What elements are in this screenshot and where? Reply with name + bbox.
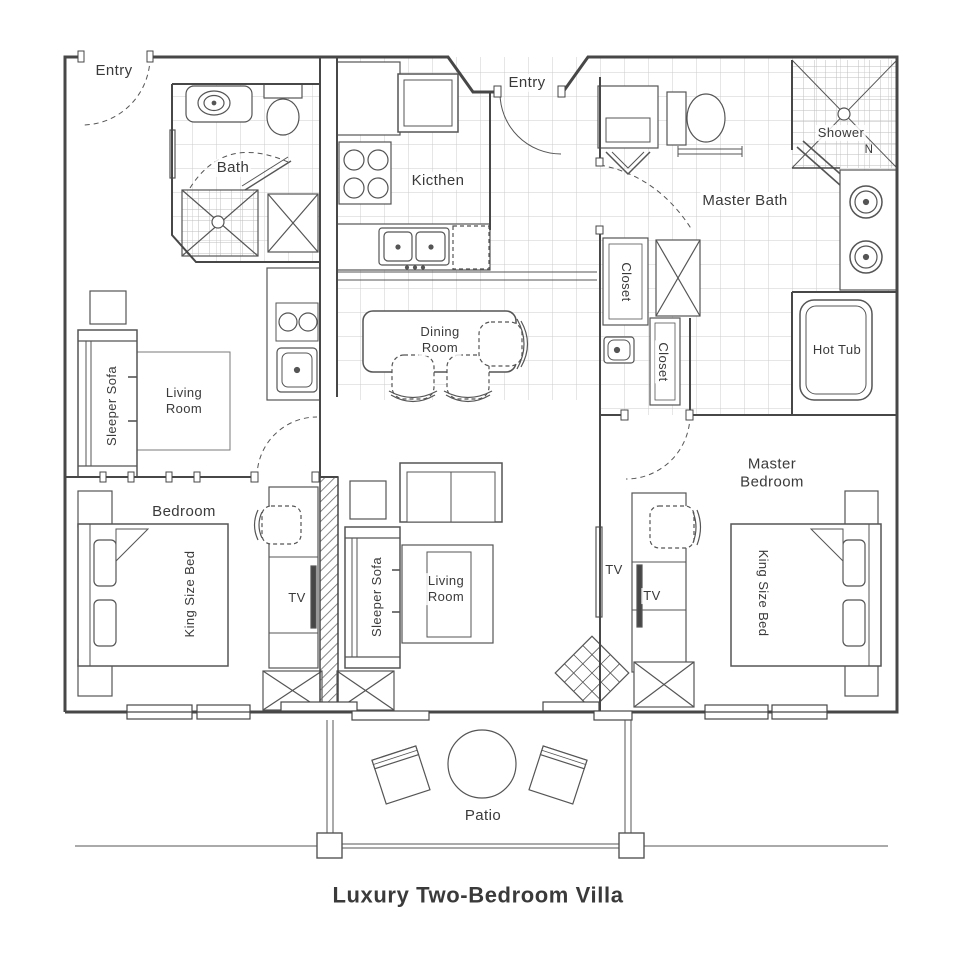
- master-vanity: [597, 85, 659, 176]
- dining-chair: [443, 354, 493, 403]
- label-line: Bedroom: [740, 474, 804, 491]
- dining-chair: [388, 354, 438, 403]
- wet-bar: [266, 267, 321, 401]
- bedroom-door-arc: [256, 416, 318, 478]
- patio-chair: [528, 745, 588, 805]
- north-mark: N: [864, 143, 874, 156]
- master-bath-door-arc: [599, 164, 693, 231]
- label-line: Dining: [420, 324, 460, 340]
- room-label-entry-top: Entry: [506, 73, 548, 93]
- label-closet-lower: Closet: [655, 340, 671, 384]
- room-label-shower: Shower: [815, 125, 867, 141]
- room-label-entry-left: Entry: [93, 61, 135, 81]
- master-toilet-icon: [666, 91, 726, 146]
- label-line: Living: [427, 573, 465, 589]
- desk-chair: [253, 505, 302, 545]
- side-table: [89, 290, 127, 325]
- patio-structure: [75, 720, 888, 859]
- room-label-master-bedroom: Master Bedroom: [738, 455, 806, 493]
- kitchen-sink: [378, 227, 450, 270]
- loveseat: [399, 462, 503, 523]
- room-label-dining: Dining Room: [418, 324, 462, 356]
- tv-screen: [310, 565, 317, 629]
- label-king-bed-master: King Size Bed: [755, 547, 771, 639]
- room-label-bath: Bath: [214, 158, 252, 178]
- room-label-bedroom: Bedroom: [150, 502, 218, 522]
- patio-chair: [371, 745, 431, 805]
- label-line: Room: [165, 401, 203, 416]
- towel-bar: [677, 146, 743, 157]
- bath-storage-xbox: [267, 193, 319, 253]
- entry-top-door-arc: [499, 92, 562, 155]
- label-tv-bedroom: TV: [286, 590, 308, 606]
- nightstand: [844, 490, 879, 528]
- bath-toilet-icon: [263, 83, 303, 136]
- sleeper-sofa-left-icon: [77, 329, 138, 478]
- label-line: Living: [165, 385, 203, 401]
- dining-chair: [478, 318, 529, 370]
- bath-door: [189, 151, 292, 191]
- shower-stall: [791, 59, 898, 194]
- storage-xbox-master: [633, 661, 695, 708]
- label-line: Master: [747, 455, 797, 473]
- double-sinks: [839, 169, 898, 291]
- label-king-bed-left: King Size Bed: [182, 548, 198, 640]
- windows: [126, 704, 828, 720]
- kitchen-stove: [338, 141, 392, 205]
- room-label-living-mid: Living Room: [425, 573, 467, 605]
- sliding-doors: [280, 701, 633, 721]
- corridor-storage-xbox: [655, 239, 701, 317]
- bath-shower-stall: [181, 189, 259, 257]
- bath-vanity: [185, 85, 253, 123]
- desk-chair-master: [649, 505, 702, 549]
- bed-left-icon: [77, 523, 229, 667]
- label-tv-wall: TV: [603, 562, 625, 578]
- patio-table: [447, 729, 517, 799]
- hatched-wall: [319, 476, 339, 713]
- door-jambs: [77, 50, 694, 483]
- label-patio: Patio: [464, 806, 502, 824]
- room-label-kitchen: Kicthen: [409, 171, 467, 191]
- label-closet-upper: Closet: [618, 260, 634, 304]
- hall-sink: [603, 336, 635, 364]
- room-label-master-bath: Master Bath: [700, 191, 790, 211]
- master-bedroom-door-arc: [625, 414, 691, 480]
- kitchen-fridge: [397, 73, 459, 133]
- lattice-table: [554, 635, 630, 711]
- entry-left-door-arc: [81, 56, 151, 126]
- side-table: [349, 480, 387, 520]
- label-tv-master: TV: [641, 588, 663, 604]
- kitchen-cabinet: [336, 61, 401, 136]
- kitchen-dishwasher: [452, 225, 490, 270]
- patio-post: [618, 832, 645, 859]
- label-hot-tub: Hot Tub: [810, 342, 864, 358]
- bed-master-icon: [730, 523, 882, 667]
- patio-post: [316, 832, 343, 859]
- label-sleeper-sofa-left: Sleeper Sofa: [104, 364, 120, 448]
- label-sleeper-sofa-mid: Sleeper Sofa: [369, 555, 385, 639]
- nightstand: [77, 490, 113, 528]
- room-label-living-left: Living Room: [163, 385, 205, 417]
- kitchen-counter-edge: [337, 271, 597, 281]
- label-line: Room: [427, 589, 465, 604]
- label-line: Room: [421, 340, 459, 355]
- plan-title: Luxury Two-Bedroom Villa: [332, 882, 624, 908]
